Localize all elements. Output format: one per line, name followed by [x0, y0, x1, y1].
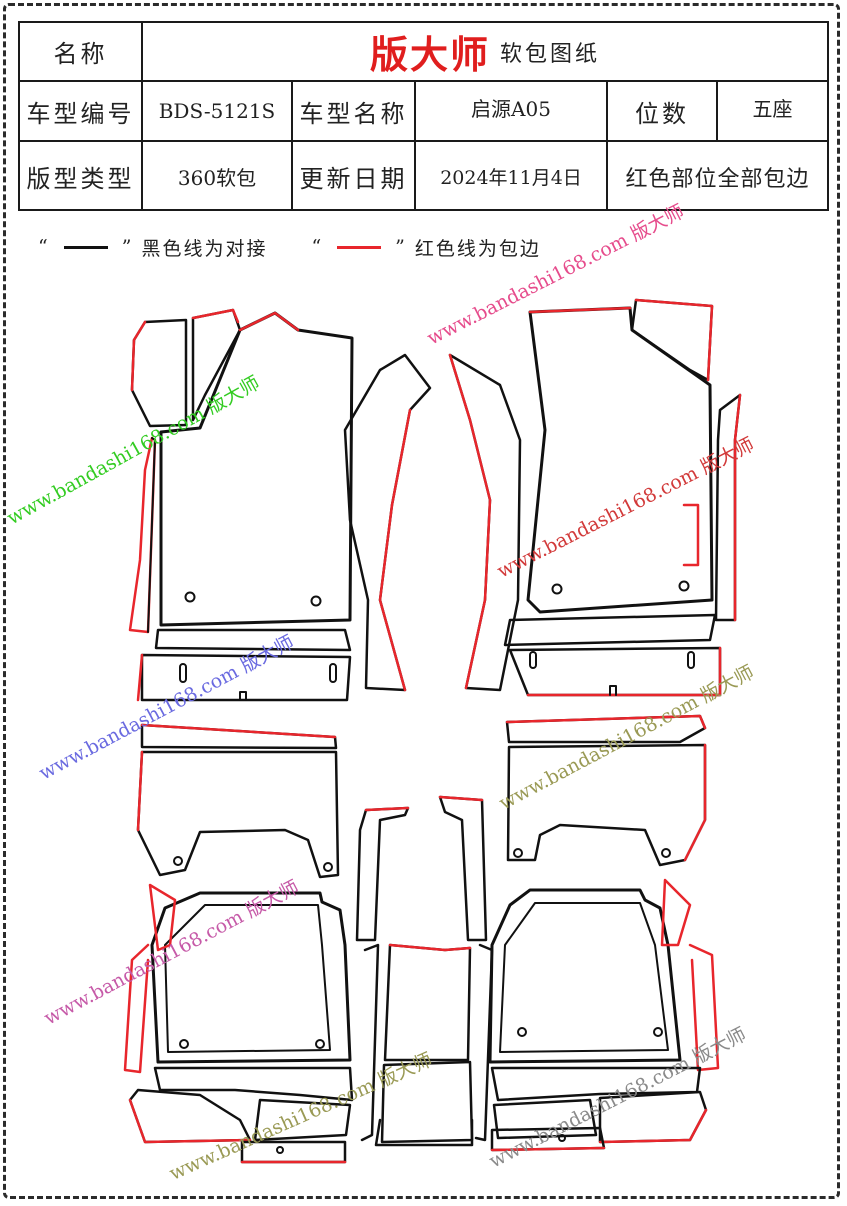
pattern-type-label: 版型类型	[26, 165, 135, 193]
name-label: 名称	[53, 40, 108, 68]
seats-label: 位数	[635, 99, 689, 128]
header-table: 名称 版大师 软包图纸 车型编号 BDS-5121S 车型名称 启源A05 位数…	[18, 21, 829, 211]
page-border	[3, 3, 840, 1199]
pattern-type-value: 360软包	[177, 166, 257, 190]
front-right-side-strip	[448, 353, 522, 692]
rear-right-upper-panel	[505, 714, 707, 867]
edge-note: 红色部位全部包边	[625, 166, 810, 192]
rear-left-upper-panel	[136, 723, 340, 879]
red-line-swatch	[337, 245, 382, 249]
seats-value: 五座	[752, 96, 793, 121]
model-name-label: 车型名称	[299, 99, 408, 128]
legend-quote-close-2: ”	[395, 236, 407, 258]
black-line-swatch	[63, 245, 108, 249]
update-date-value: 2024年11月4日	[440, 167, 582, 189]
center-tunnel-pieces	[355, 795, 494, 1147]
red-line-legend-text: 红色线为包边	[414, 237, 541, 260]
legend-quote-close: ”	[121, 236, 134, 258]
model-code-label: 车型编号	[26, 99, 135, 128]
update-date-label: 更新日期	[299, 165, 408, 193]
black-line-legend-text: 黑色线为对接	[141, 237, 268, 260]
rear-left-mat	[123, 883, 354, 1164]
legend-quote-open-2: “	[311, 236, 324, 258]
front-left-mat	[128, 308, 354, 702]
line-legend: “ ” 黑色线为对接 “ ” 红色线为包边	[30, 232, 541, 262]
model-name-value: 启源A05	[471, 96, 551, 121]
brand-title: 版大师	[369, 32, 490, 77]
brand-subtitle: 软包图纸	[500, 41, 601, 67]
front-right-mat	[503, 298, 742, 697]
front-left-side-strip	[343, 353, 432, 692]
model-code-value: BDS-5121S	[158, 99, 276, 123]
rear-right-mat	[488, 878, 720, 1152]
legend-quote-open: “	[38, 236, 50, 258]
title-cell: 版大师 软包图纸	[143, 23, 827, 80]
